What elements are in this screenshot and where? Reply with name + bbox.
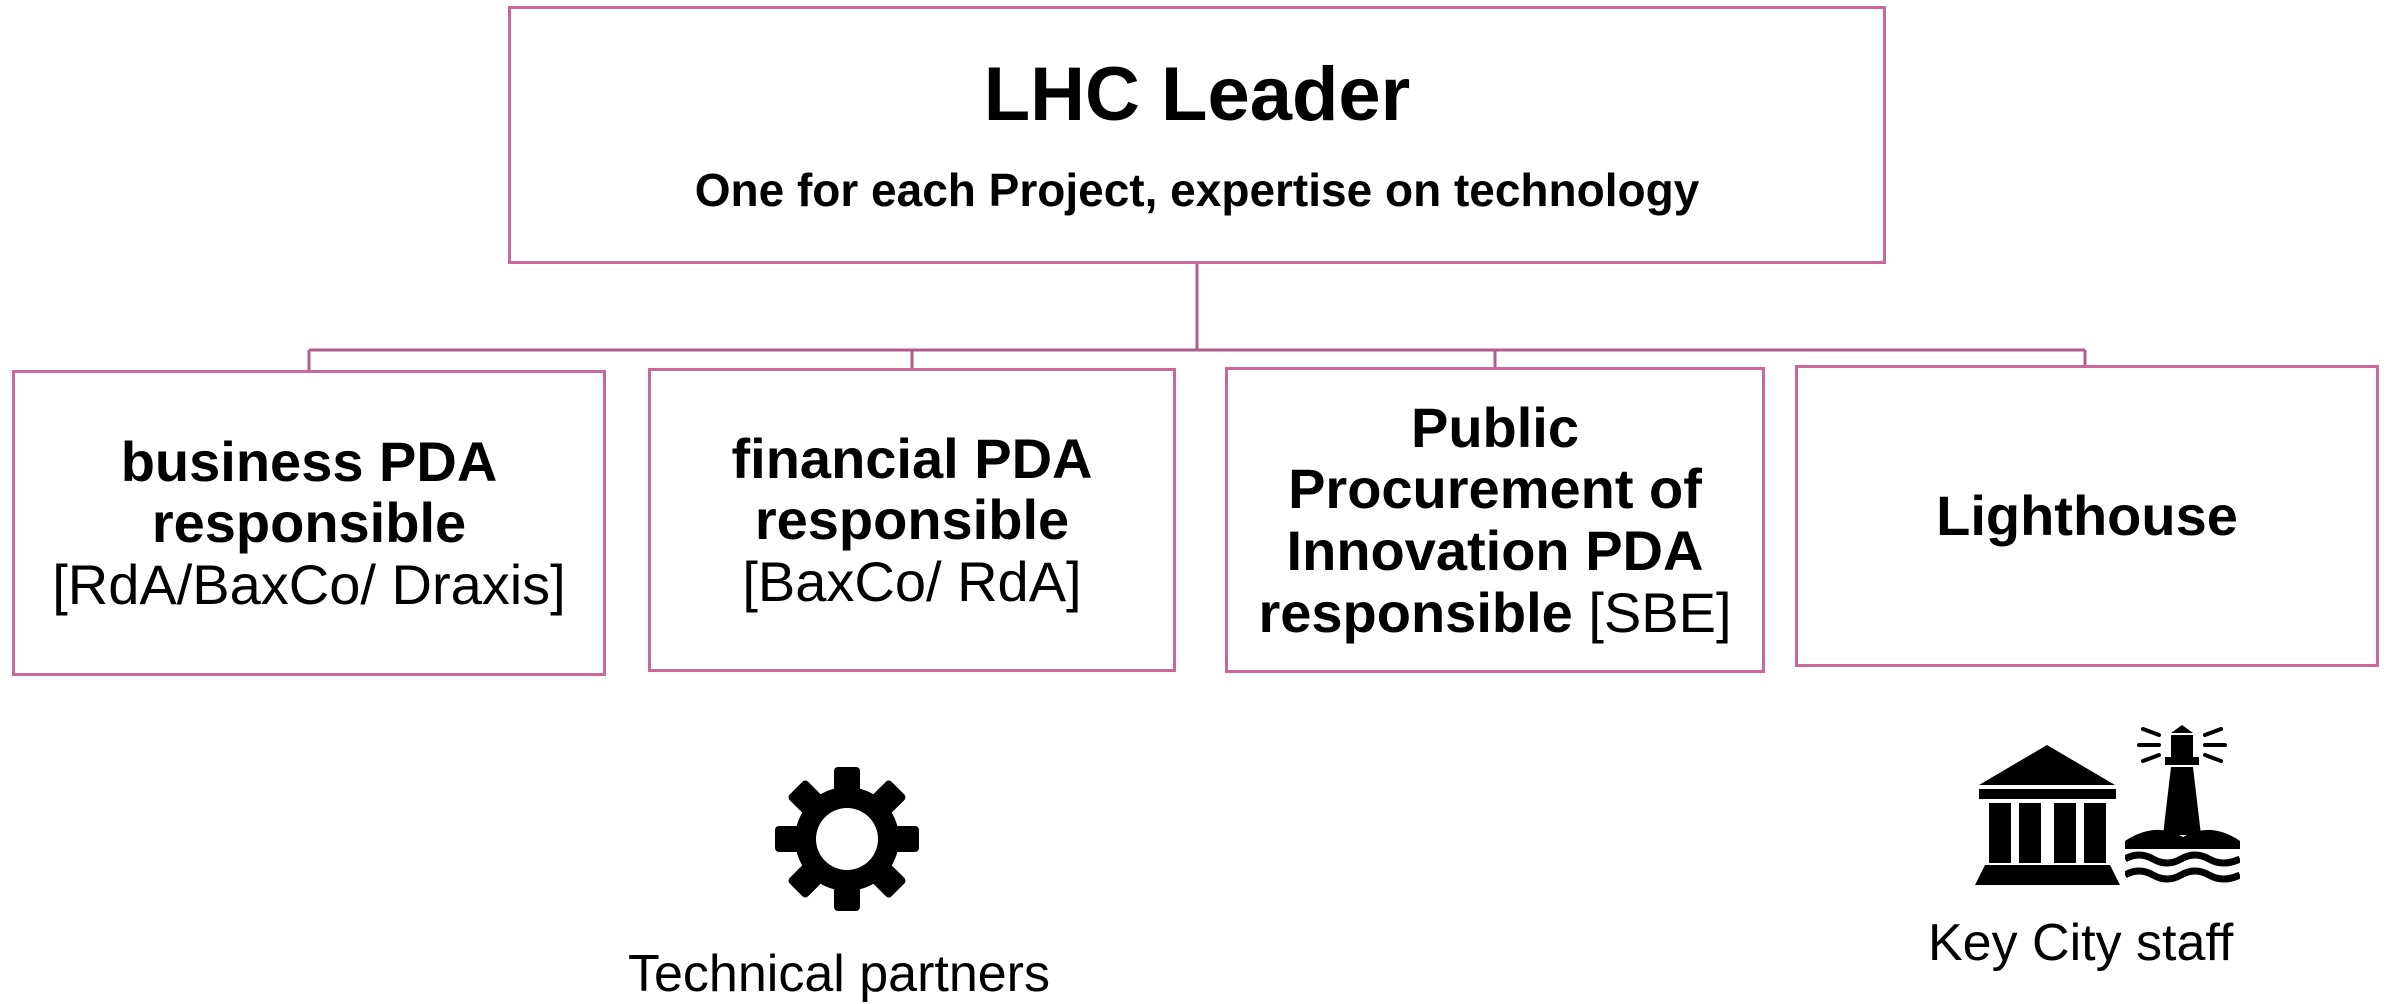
leader-subtitle: One for each Project, expertise on techn… xyxy=(694,163,1700,216)
leader-title: LHC Leader xyxy=(983,52,1411,138)
role-line: Procurement of xyxy=(1288,457,1702,521)
financial-pda-box: financial PDA responsible [BaxCo/ RdA] xyxy=(648,368,1176,672)
role-partners: [RdA/BaxCo/ Draxis] xyxy=(52,552,566,616)
role-line: Innovation PDA xyxy=(1286,519,1704,582)
role-line: responsible xyxy=(754,488,1070,552)
key-city-staff-caption: Key City staff xyxy=(1928,914,2234,972)
gear-icon xyxy=(775,767,919,911)
role-partners: [BaxCo/ RdA] xyxy=(742,549,1082,613)
bank-building-icon xyxy=(1975,745,2120,885)
lhc-leader-box: LHC Leader One for each Project, experti… xyxy=(508,6,1886,264)
role-line: responsible xyxy=(151,491,467,555)
technical-partners-caption: Technical partners xyxy=(628,945,1050,1003)
role-line: Lighthouse xyxy=(1936,484,2238,548)
role-line: financial PDA xyxy=(731,426,1093,490)
role-partners: [SBE] xyxy=(1572,580,1732,644)
role-line: responsible xyxy=(1258,580,1573,644)
lighthouse-icon xyxy=(2125,725,2240,883)
lighthouse-box: Lighthouse xyxy=(1795,365,2379,667)
business-pda-box: business PDA responsible [RdA/BaxCo/ Dra… xyxy=(12,370,606,676)
role-line: Public xyxy=(1410,395,1580,459)
role-line: business PDA xyxy=(120,429,498,493)
public-procurement-pda-box: Public Procurement of Innovation PDA res… xyxy=(1225,367,1765,673)
